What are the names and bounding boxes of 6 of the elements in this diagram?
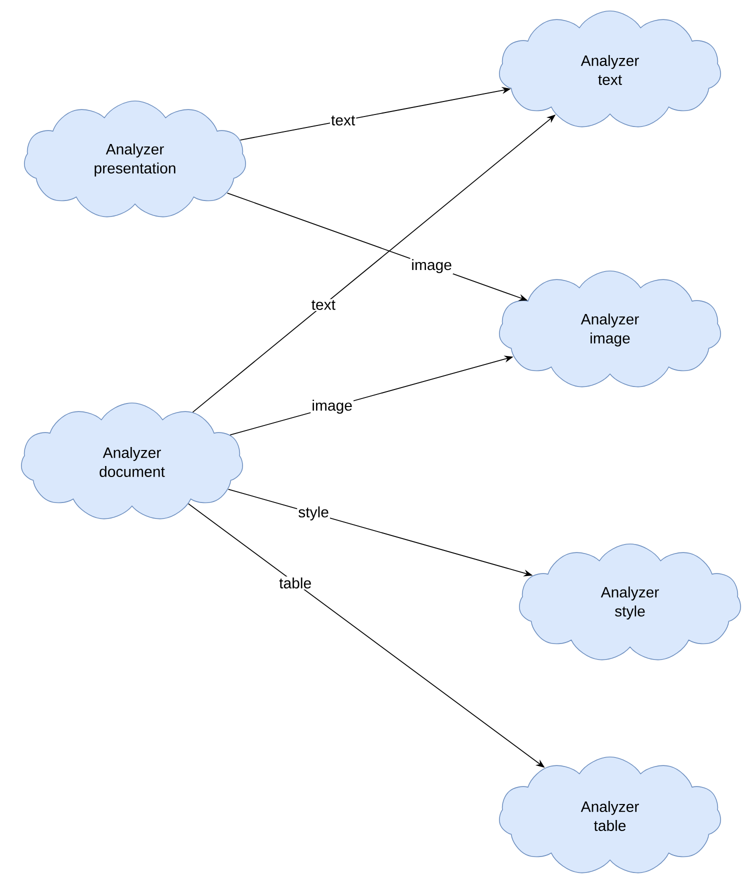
edge-label: style <box>298 506 328 520</box>
edge-label: table <box>279 577 311 588</box>
edge-label: text <box>331 116 356 126</box>
edge-label: image <box>312 400 352 414</box>
edge-label: image <box>412 259 452 274</box>
edge-label: text <box>312 300 336 310</box>
